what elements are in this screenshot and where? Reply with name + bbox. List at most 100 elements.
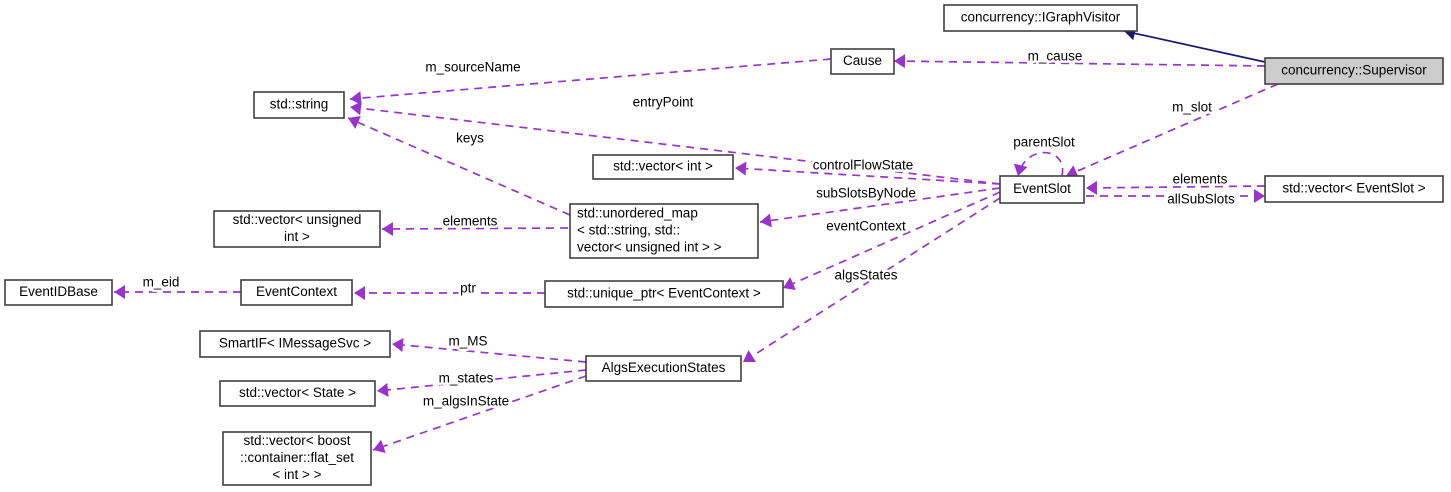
edge-label-e-cause-supervisor: m_cause <box>1028 49 1083 64</box>
edge-label-e-algsstates-eventslot: algsStates <box>834 268 897 283</box>
edge-e-algs-vectorstate <box>376 369 587 397</box>
node-vectorboostflatset[interactable]: std::vector< boost::container::flat_set<… <box>222 431 372 486</box>
edge-label-e-eventslot-allsubslots: allSubSlots <box>1167 192 1235 207</box>
edge-line-e-string-cause <box>349 58 832 100</box>
edge-label-e-algs-vectorboost: m_algsInState <box>423 394 509 409</box>
node-label-unorderedmap: < std::string, std:: <box>577 223 680 238</box>
node-unorderedmap[interactable]: std::unordered_map< std::string, std::ve… <box>569 203 759 259</box>
node-label-smartif: SmartIF< IMessageSvc > <box>219 336 371 351</box>
edge-label-halo-e-algs-vectorboost: m_algsInState <box>423 394 509 409</box>
node-box-vectorboostflatset <box>222 431 372 486</box>
node-smartif[interactable]: SmartIF< IMessageSvc > <box>199 330 391 358</box>
node-box-vectorstate <box>219 380 376 407</box>
node-supervisor[interactable]: concurrency::Supervisor <box>1264 57 1444 85</box>
node-label-algsexecutionstates: AlgsExecutionStates <box>602 360 726 375</box>
node-vectorstate[interactable]: std::vector< State > <box>219 380 376 407</box>
edge-label-halo-e-uniqueptr-eventcontext: ptr <box>460 281 476 296</box>
edge-line-e-vectoreventslot-elements <box>1085 185 1266 189</box>
arrowhead-e-uniqueptr-eventslot <box>783 277 796 290</box>
edge-line-e-unorderedmap-vectoruint <box>381 227 569 230</box>
edge-label-halo-e-unorderedmap-eventslot: subSlotsByNode <box>816 186 916 201</box>
edge-e-string-eventslot <box>349 101 1001 185</box>
edge-labels-layer: m_causem_causem_sourceNamem_sourceNameen… <box>140 46 1237 411</box>
node-stdstring[interactable]: std::string <box>253 91 345 119</box>
edge-e-eventslot-allsubslots <box>1086 189 1265 203</box>
edge-label-halo-e-eventcontext-eventidbase: m_eid <box>143 275 180 290</box>
edge-e-supervisor-eventslot <box>1065 83 1279 179</box>
node-label-eventidbase: EventIDBase <box>19 284 98 299</box>
node-label-vectorboostflatset: std::vector< boost <box>244 433 351 448</box>
edge-label-halo-e-vectoreventslot-elements: elements <box>1173 172 1228 187</box>
edge-label-halo-e-eventslot-parentslot: parentSlot <box>1013 135 1075 150</box>
edge-line-e-algs-vectorstate <box>376 369 587 392</box>
node-label-vectorstate: std::vector< State > <box>239 385 356 400</box>
edge-line-e-supervisor-igraphvisitor <box>1123 30 1266 63</box>
node-label-unorderedmap: vector< unsigned int > > <box>577 240 722 255</box>
node-box-smartif <box>199 330 391 358</box>
node-eventslot[interactable]: EventSlot <box>999 175 1085 204</box>
arrowhead-e-eventcontext-eventidbase <box>114 285 125 299</box>
edge-line-e-uniqueptr-eventslot <box>782 191 1001 289</box>
edge-label-e-string-cause: m_sourceName <box>425 60 520 75</box>
edge-label-halo-e-string-eventslot: entryPoint <box>633 95 694 110</box>
node-label-igraphvisitor: concurrency::IGraphVisitor <box>961 10 1121 25</box>
node-label-uniqueptr: std::unique_ptr< EventContext > <box>567 286 761 301</box>
node-box-eventslot <box>999 175 1085 204</box>
node-cause[interactable]: Cause <box>830 48 895 75</box>
arrowhead-e-eventslot-parentslot <box>1013 163 1028 176</box>
node-box-cause <box>830 48 895 75</box>
node-label-stdstring: std::string <box>270 97 329 112</box>
edge-label-halo-e-string-unorderedmap: keys <box>456 131 484 146</box>
node-igraphvisitor[interactable]: concurrency::IGraphVisitor <box>943 4 1138 32</box>
arrowhead-e-unorderedmap-eventslot <box>760 213 772 228</box>
node-box-eventidbase <box>4 279 113 306</box>
edge-line-e-string-unorderedmap <box>347 117 571 216</box>
edge-label-e-string-eventslot: entryPoint <box>633 95 694 110</box>
node-algsexecutionstates[interactable]: AlgsExecutionStates <box>585 355 742 382</box>
arrowhead-e-string-unorderedmap <box>348 115 361 129</box>
node-box-stdstring <box>253 91 345 119</box>
edge-label-halo-e-algs-smartif: m_MS <box>448 334 487 349</box>
node-box-uniqueptr <box>544 280 784 308</box>
edge-label-e-eventcontext-eventidbase: m_eid <box>143 275 180 290</box>
node-label-vectoruint: int > <box>284 229 310 244</box>
node-uniqueptr[interactable]: std::unique_ptr< EventContext > <box>544 280 784 308</box>
edge-line-e-vectorint-eventslot <box>734 167 1001 185</box>
edge-label-e-algs-vectorstate: m_states <box>439 371 494 386</box>
arrowhead-e-string-eventslot <box>350 101 362 116</box>
node-label-unorderedmap: std::unordered_map <box>577 206 698 221</box>
arrowhead-e-algs-vectorboost <box>373 439 386 454</box>
node-box-algsexecutionstates <box>585 355 742 382</box>
node-label-supervisor: concurrency::Supervisor <box>1281 63 1427 78</box>
edge-e-algs-vectorboost <box>372 375 587 454</box>
edge-line-e-unorderedmap-eventslot <box>759 187 1001 223</box>
edge-e-eventcontext-eventidbase <box>114 285 241 299</box>
edge-label-e-algs-smartif: m_MS <box>448 334 487 349</box>
edge-label-halo-e-eventslot-allsubslots: allSubSlots <box>1167 192 1235 207</box>
edge-label-e-vectoreventslot-elements: elements <box>1173 172 1228 187</box>
node-eventidbase[interactable]: EventIDBase <box>4 279 113 306</box>
edge-line-e-eventslot-parentslot <box>1019 151 1064 177</box>
edge-e-unorderedmap-eventslot <box>759 187 1001 228</box>
edge-e-eventslot-parentslot <box>1013 151 1064 177</box>
edge-e-algs-smartif <box>391 338 587 363</box>
edge-e-unorderedmap-vectoruint <box>381 221 569 236</box>
edge-e-uniqueptr-eventcontext <box>354 286 545 300</box>
arrowhead-e-supervisor-eventslot <box>1066 165 1079 179</box>
node-box-igraphvisitor <box>943 4 1138 32</box>
node-box-vectoreventslot <box>1264 175 1444 203</box>
node-label-vectorboostflatset: < int > > <box>272 467 321 482</box>
edge-label-e-vectorint-eventslot: controlFlowState <box>813 158 914 173</box>
edge-line-e-algsstates-eventslot <box>742 197 1001 363</box>
node-vectorint[interactable]: std::vector< int > <box>592 154 734 180</box>
edge-e-uniqueptr-eventslot <box>782 191 1001 290</box>
edge-e-string-unorderedmap <box>347 115 571 216</box>
edge-e-supervisor-igraphvisitor <box>1123 26 1266 63</box>
arrowhead-e-eventslot-allsubslots <box>1254 189 1265 203</box>
node-eventcontext[interactable]: EventContext <box>240 279 353 306</box>
node-box-supervisor <box>1264 57 1444 85</box>
node-vectoreventslot[interactable]: std::vector< EventSlot > <box>1264 175 1444 203</box>
